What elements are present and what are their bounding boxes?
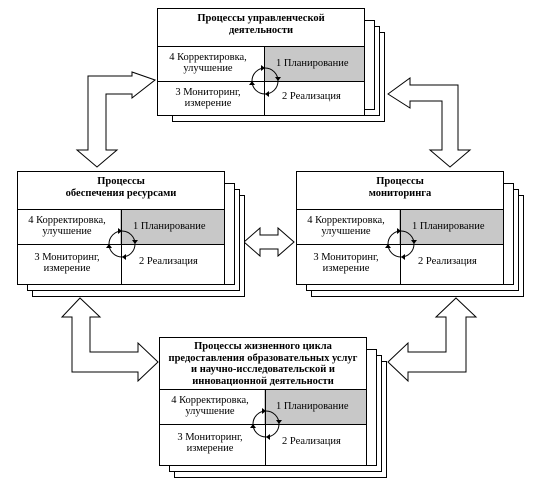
box-management: Процессы управленческой деятельности 4 К… bbox=[157, 8, 385, 122]
box-lifecycle: Процессы жизненного цикла предоставления… bbox=[159, 337, 387, 478]
planning-cell bbox=[264, 390, 366, 424]
title-line: инновационной деятельности bbox=[192, 375, 334, 387]
realization-label: 2 Реализация bbox=[282, 91, 341, 102]
cycle-arrows-icon bbox=[250, 408, 282, 440]
box-title: Процессы жизненного цикла предоставления… bbox=[160, 338, 366, 387]
arrow-management-monitoring bbox=[387, 77, 472, 168]
arrow-resources-monitoring bbox=[243, 226, 295, 258]
correction-label: 4 Корректировка, улучшение bbox=[169, 52, 247, 74]
cycle-arrows-icon bbox=[385, 228, 417, 260]
grid-divider bbox=[400, 210, 401, 284]
grid-divider bbox=[158, 81, 364, 82]
pdca-grid: 4 Корректировка, улучшение 1 Планировани… bbox=[158, 46, 364, 115]
box-title: Процессы мониторинга bbox=[297, 172, 503, 200]
cycle-arrows-icon bbox=[106, 228, 138, 260]
planning-label: 1 Планирование bbox=[276, 401, 349, 412]
monitoring-label: 3 Мониторинг, измерение bbox=[177, 432, 243, 454]
correction-label: 4 Корректировка, улучшение bbox=[307, 215, 385, 237]
grid-divider bbox=[18, 244, 224, 245]
box-front: Процессы управленческой деятельности 4 К… bbox=[157, 8, 365, 116]
pdca-grid: 4 Корректировка, улучшение 1 Планировани… bbox=[160, 389, 366, 465]
planning-label: 1 Планирование bbox=[133, 221, 206, 232]
planning-cell bbox=[399, 210, 503, 244]
box-title: Процессы управленческой деятельности bbox=[158, 9, 364, 37]
grid-divider bbox=[297, 244, 503, 245]
grid-divider bbox=[121, 210, 122, 284]
title-line: Процессы bbox=[376, 176, 424, 187]
arrow-monitoring-lifecycle bbox=[387, 297, 478, 383]
title-line: предоставления образовательных услуг bbox=[168, 352, 358, 364]
box-title: Процессы обеспечения ресурсами bbox=[18, 172, 224, 200]
box-front: Процессы мониторинга 4 Корректировка, ул… bbox=[296, 171, 504, 285]
monitoring-label: 3 Мониторинг, измерение bbox=[175, 87, 241, 109]
grid-divider bbox=[265, 390, 266, 465]
grid-divider bbox=[160, 424, 366, 425]
planning-label: 1 Планирование bbox=[276, 58, 349, 69]
pdca-grid: 4 Корректировка, улучшение 1 Планировани… bbox=[297, 209, 503, 284]
realization-label: 2 Реализация bbox=[139, 256, 198, 267]
title-line: Процессы жизненного цикла bbox=[194, 341, 332, 352]
planning-cell bbox=[264, 47, 364, 81]
arrow-management-resources bbox=[75, 71, 157, 168]
arrow-resources-lifecycle bbox=[60, 297, 159, 383]
box-resources: Процессы обеспечения ресурсами 4 Коррект… bbox=[17, 171, 245, 297]
planning-cell bbox=[120, 210, 224, 244]
realization-label: 2 Реализация bbox=[282, 436, 341, 447]
monitoring-label: 3 Мониторинг, измерение bbox=[313, 252, 379, 274]
box-monitoring: Процессы мониторинга 4 Корректировка, ул… bbox=[296, 171, 524, 297]
title-line: деятельности bbox=[228, 25, 294, 36]
cycle-arrows-icon bbox=[249, 65, 281, 97]
title-line: обеспечения ресурсами bbox=[65, 188, 177, 199]
planning-label: 1 Планирование bbox=[412, 221, 485, 232]
title-line: Процессы bbox=[97, 176, 145, 187]
title-line: и научно-исследовательской и bbox=[191, 364, 335, 375]
pdca-grid: 4 Корректировка, улучшение 1 Планировани… bbox=[18, 209, 224, 284]
title-line: мониторинга bbox=[368, 188, 432, 199]
correction-label: 4 Корректировка, улучшение bbox=[28, 215, 106, 237]
box-front: Процессы обеспечения ресурсами 4 Коррект… bbox=[17, 171, 225, 285]
title-line: Процессы управленческой bbox=[197, 13, 325, 24]
correction-label: 4 Корректировка, улучшение bbox=[171, 395, 249, 417]
monitoring-label: 3 Мониторинг, измерение bbox=[34, 252, 100, 274]
realization-label: 2 Реализация bbox=[418, 256, 477, 267]
box-front: Процессы жизненного цикла предоставления… bbox=[159, 337, 367, 466]
